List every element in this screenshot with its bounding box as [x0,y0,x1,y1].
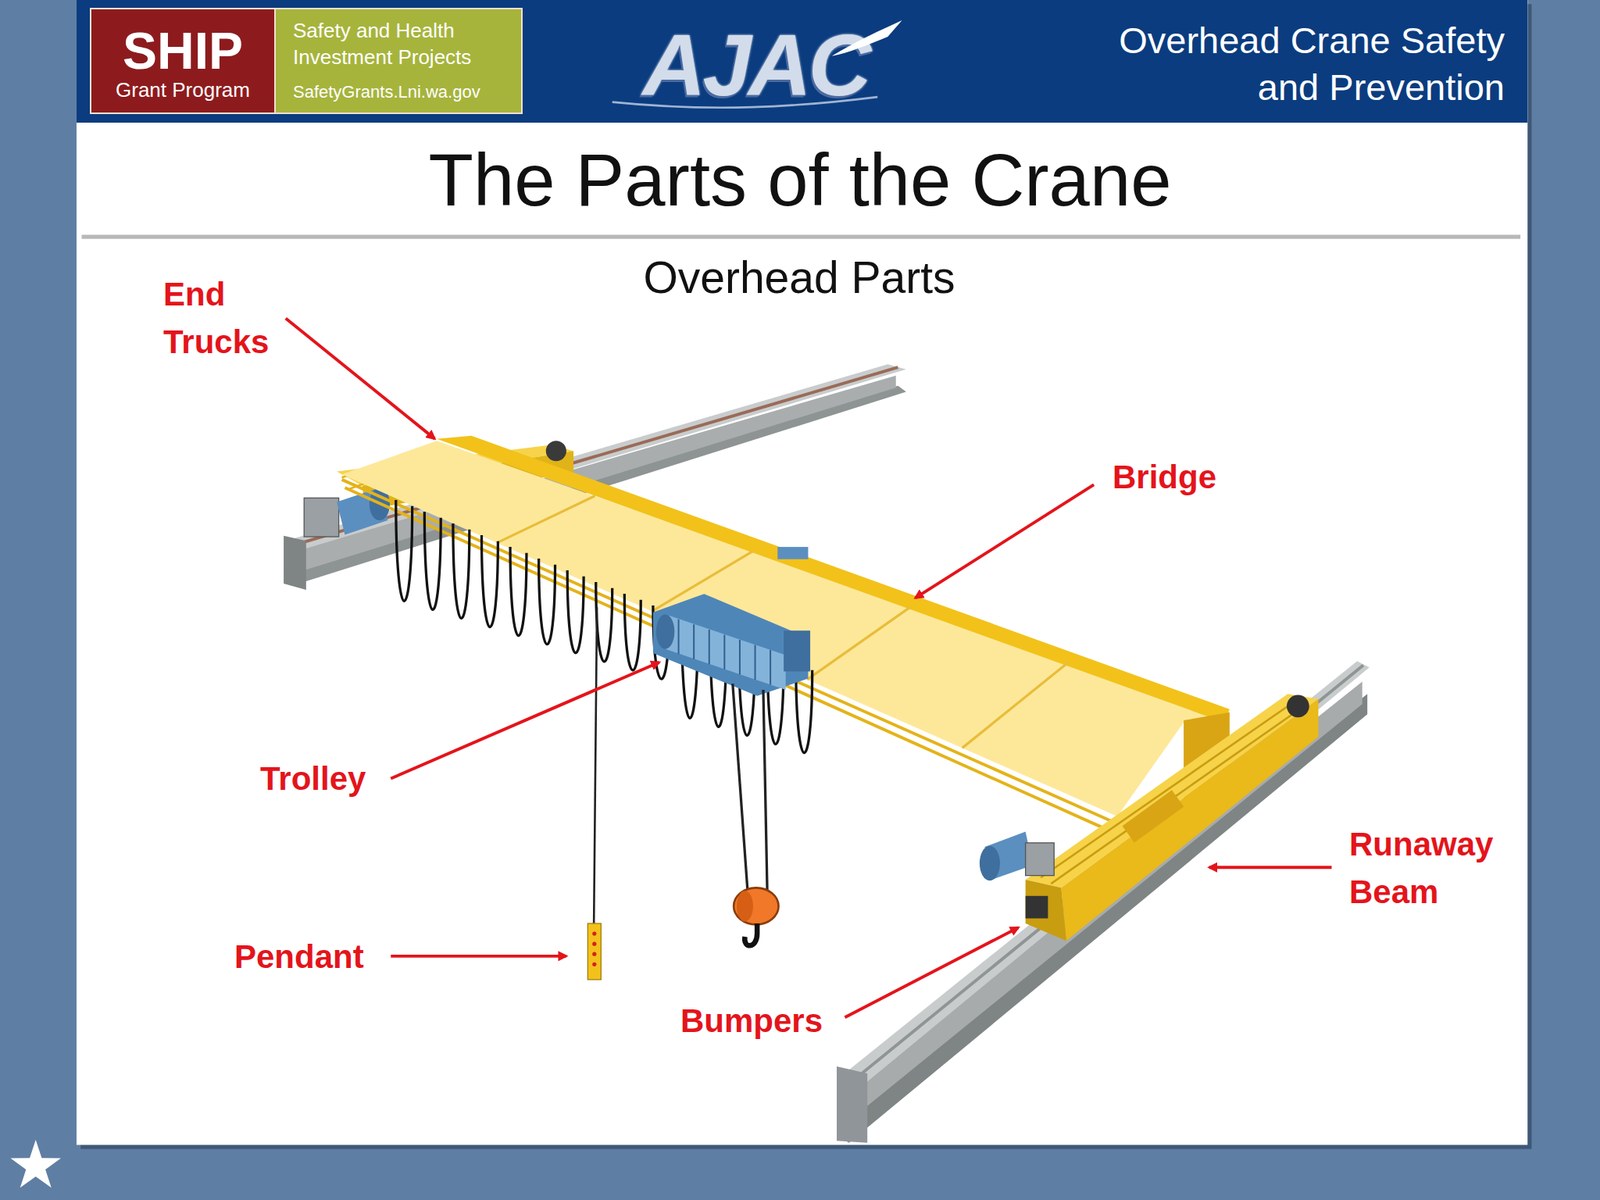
part-label: Runaway Beam [1349,820,1506,916]
festoon-loop [539,558,556,645]
ship-logo-box: SHIPGrant Program [89,7,276,115]
festoon-loop [424,511,441,610]
right-end-truck [979,693,1319,941]
ship-info-box: Safety and Health Investment ProjectsSaf… [274,7,523,115]
logo-url: SafetyGrants.Lni.wa.gov [292,81,520,104]
festoon-loop [624,593,641,671]
logo-text: SHIP [91,23,275,79]
pendant-control [587,607,601,980]
logo-wordmark: AJAC [607,17,904,115]
logo-subtext: Grant Program [91,78,275,102]
part-label: End Trucks [163,270,281,366]
trolley-hoist [653,593,811,946]
festoon-loop [567,570,584,654]
logo-text: Safety and Health Investment Projects [292,17,489,71]
star-icon [10,1139,61,1188]
festoon-loop [481,535,498,628]
festoon-cables [396,500,813,754]
section-subtitle: Overhead Parts [564,251,1034,304]
part-label: Bumpers [680,996,853,1045]
festoon-loop [596,582,613,662]
festoon-loop [510,546,527,636]
title-rule [81,234,1521,239]
slide-title: The Parts of the Crane [0,137,1600,224]
header-title: Overhead Crane Safety and Prevention [1067,17,1505,111]
bridge-girder [342,435,1230,830]
part-label: Bridge [1112,453,1269,501]
part-label: Pendant [234,932,391,981]
festoon-loop [453,523,470,618]
leader-arrows [285,318,1333,1018]
part-label: Trolley [260,754,417,803]
festoon-loop [396,500,413,601]
